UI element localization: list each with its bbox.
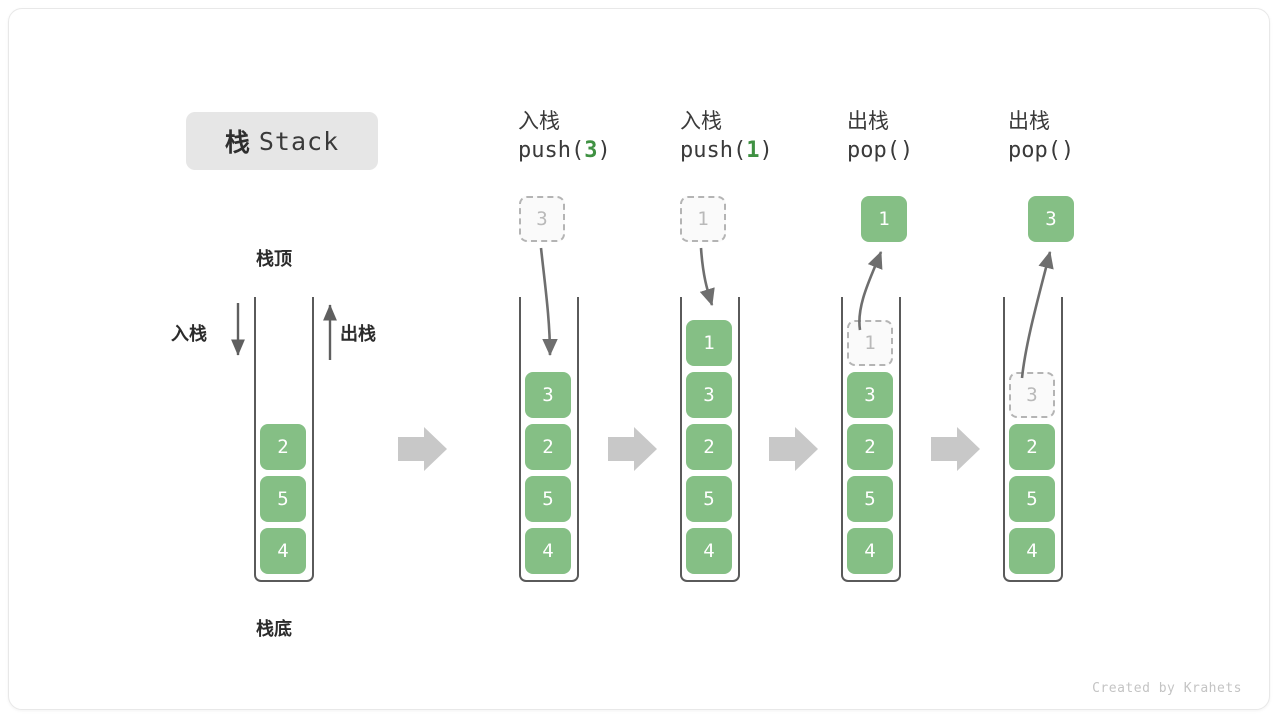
stack-top-label: 栈顶 (256, 249, 292, 270)
column-4-cell-2: 5 (1009, 476, 1055, 522)
column-2-op-close: ) (759, 138, 773, 163)
column-2-operation: push(1) (680, 134, 850, 168)
column-3-cell-2: 2 (847, 424, 893, 470)
column-1-cell-2: 5 (525, 476, 571, 522)
column-2-title: 入栈 (680, 109, 722, 133)
column-3-header: 出栈 pop() (847, 108, 1017, 168)
column-1-op-name: push( (518, 138, 585, 163)
column-2-cell-1: 3 (686, 372, 732, 418)
column-4-header: 出栈 pop() (1008, 108, 1178, 168)
column-1-op-arg: 3 (584, 138, 598, 163)
column-4-cell-1: 2 (1009, 424, 1055, 470)
column-3-operation: pop() (847, 134, 1017, 168)
column-3-stack-container (841, 297, 901, 582)
column-2-header: 入栈 push(1) (680, 108, 850, 168)
watermark: Created by Krahets (1092, 681, 1242, 696)
column-2-op-arg: 1 (746, 138, 760, 163)
column-3-cell-0: 1 (847, 320, 893, 366)
column-2-op-name: push( (680, 138, 747, 163)
base-stack-cell-1: 5 (260, 476, 306, 522)
column-2-stack-container (680, 297, 740, 582)
title-badge: 栈 Stack (186, 112, 378, 170)
stack-bottom-label: 栈底 (256, 619, 292, 640)
column-2-cell-0: 1 (686, 320, 732, 366)
column-3-op-close: ) (899, 138, 914, 163)
column-4-op-close: ) (1060, 138, 1075, 163)
column-3-cell-3: 5 (847, 476, 893, 522)
column-4-stack-container (1003, 297, 1063, 582)
column-1-cell-3: 4 (525, 528, 571, 574)
stack-push-label: 入栈 (171, 324, 207, 345)
column-1-title: 入栈 (518, 109, 560, 133)
column-3-cell-1: 3 (847, 372, 893, 418)
column-4-operation: pop() (1008, 134, 1178, 168)
title-cjk: 栈 (224, 128, 250, 157)
column-1-operation: push(3) (518, 134, 688, 168)
column-3-op-name: pop( (847, 138, 900, 163)
title-latin: Stack (258, 126, 340, 156)
column-2-cell-2: 2 (686, 424, 732, 470)
base-stack-cell-2: 4 (260, 528, 306, 574)
column-4-cell-0: 3 (1009, 372, 1055, 418)
column-3-title: 出栈 (847, 109, 889, 133)
column-3-floating-cell: 1 (861, 196, 907, 242)
column-1-op-close: ) (597, 138, 611, 163)
column-1-floating-cell: 3 (519, 196, 565, 242)
column-4-op-name: pop( (1008, 138, 1061, 163)
column-1-header: 入栈 push(3) (518, 108, 688, 168)
column-1-stack-container (519, 297, 579, 582)
column-2-cell-3: 5 (686, 476, 732, 522)
column-4-title: 出栈 (1008, 109, 1050, 133)
column-2-cell-4: 4 (686, 528, 732, 574)
column-1-cell-1: 2 (525, 424, 571, 470)
base-stack-cell-0: 2 (260, 424, 306, 470)
stack-pop-label: 出栈 (340, 324, 376, 345)
column-4-floating-cell: 3 (1028, 196, 1074, 242)
column-3-cell-4: 4 (847, 528, 893, 574)
column-4-cell-3: 4 (1009, 528, 1055, 574)
column-2-floating-cell: 1 (680, 196, 726, 242)
base-stack-container (254, 297, 314, 582)
column-1-cell-0: 3 (525, 372, 571, 418)
